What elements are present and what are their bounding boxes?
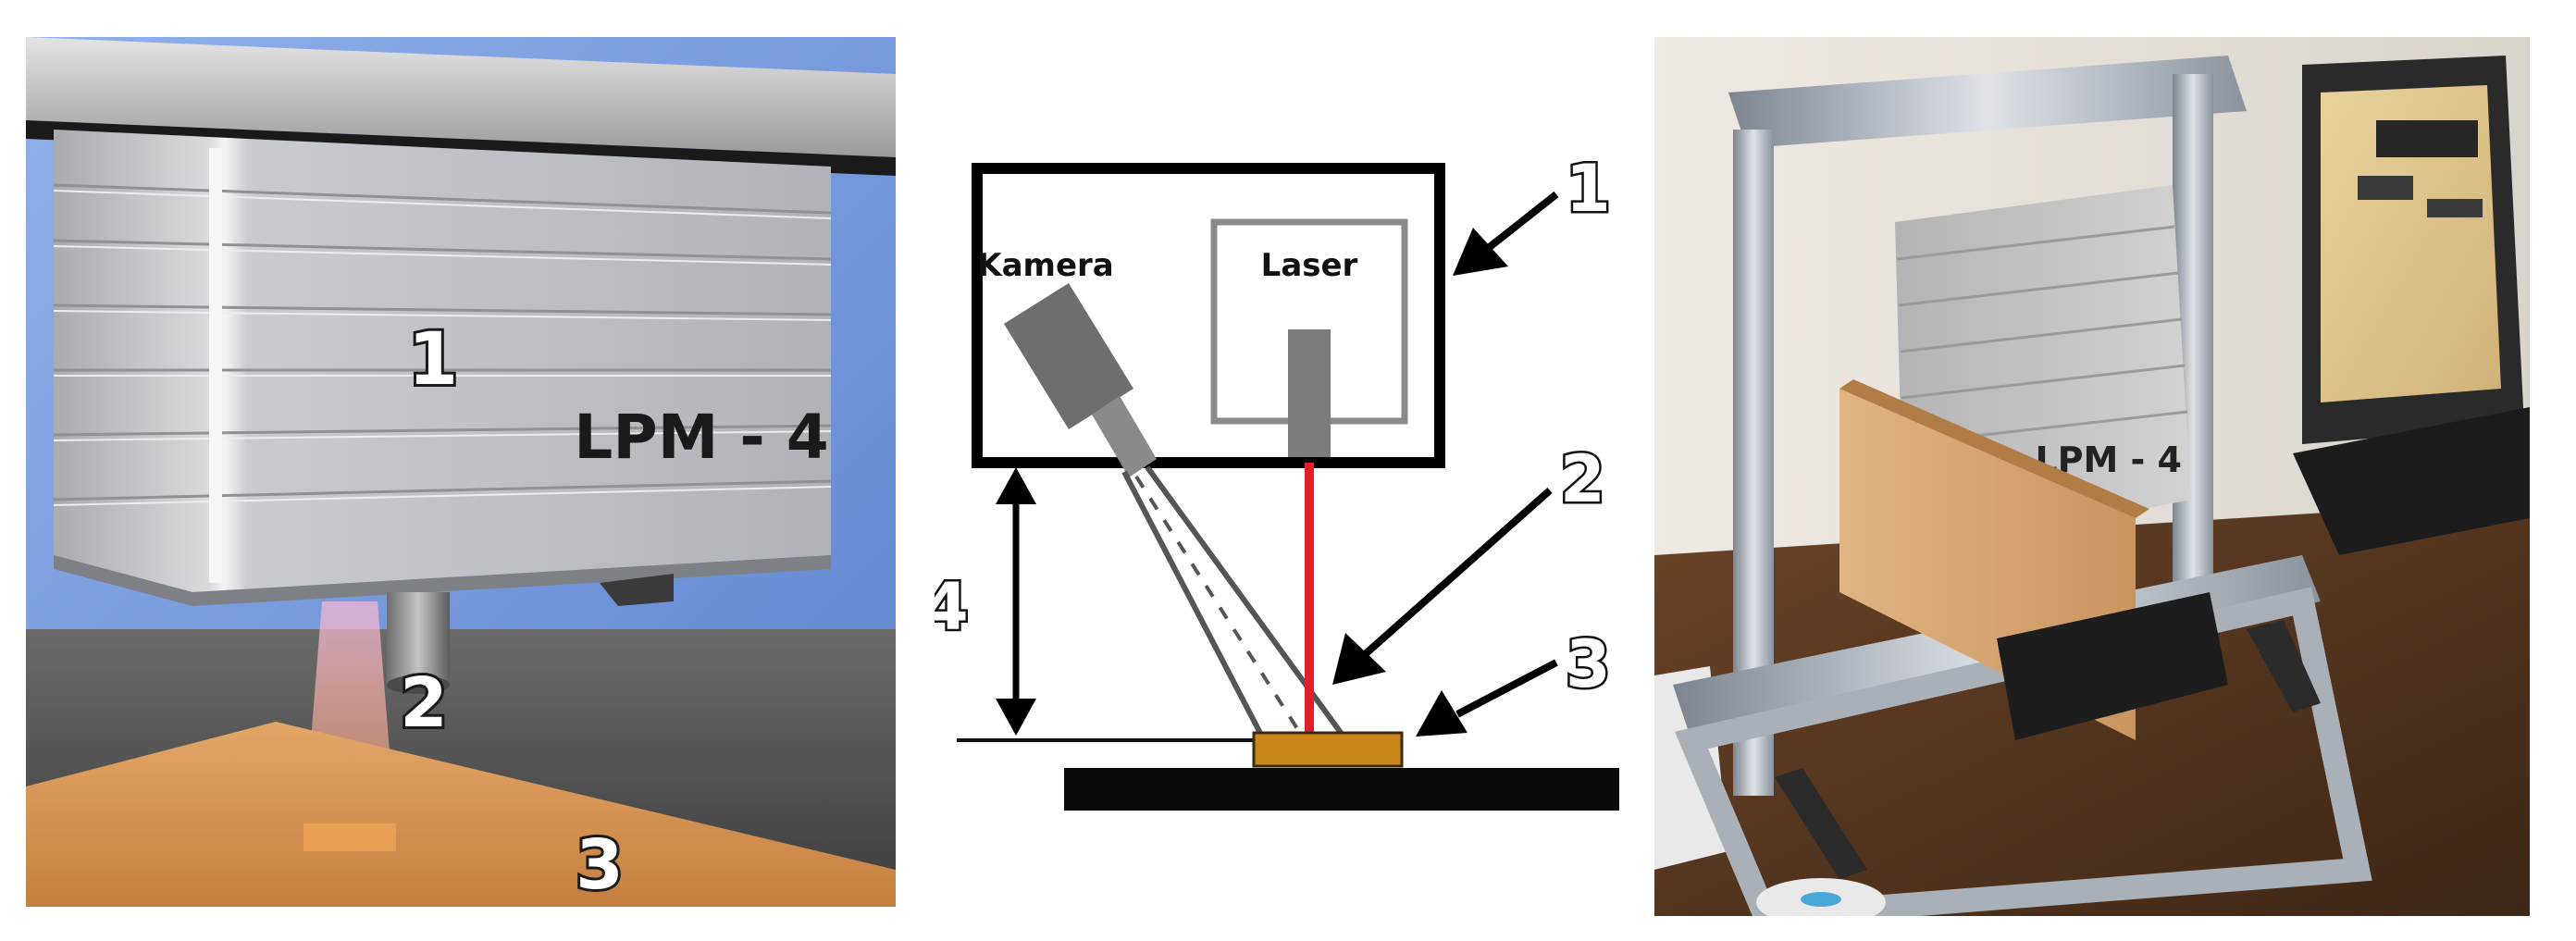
schematic-laser-module bbox=[1288, 329, 1331, 457]
photo-monitor bbox=[2302, 56, 2524, 444]
render-label-2: 2 bbox=[400, 663, 448, 743]
schematic-laser-label: Laser bbox=[1261, 247, 1358, 284]
render-rail bbox=[26, 37, 896, 157]
render-board bbox=[26, 722, 896, 907]
render-device-body bbox=[53, 130, 832, 606]
render-panel: 1 LPM - 4 2 3 bbox=[26, 37, 896, 907]
schematic-callout-1: 1 bbox=[1566, 151, 1611, 227]
arrow-icon bbox=[996, 467, 1036, 736]
arrow-icon bbox=[1453, 191, 1559, 276]
schematic-callout-2: 2 bbox=[1560, 441, 1605, 517]
schematic-camera bbox=[1004, 283, 1157, 477]
schematic-callout-3: 3 bbox=[1566, 626, 1611, 702]
schematic-callout-4: 4 bbox=[935, 569, 969, 645]
schematic-table bbox=[1064, 768, 1619, 811]
schematic-camera-label: Kamera bbox=[977, 247, 1114, 284]
render-label-3: 3 bbox=[576, 825, 624, 905]
photo-keyboard bbox=[2293, 407, 2530, 555]
photo-panel: LPM - 4 bbox=[1654, 37, 2530, 916]
schematic-sample bbox=[1252, 731, 1404, 768]
render-device-label: LPM - 4 bbox=[574, 402, 828, 473]
render-lens bbox=[387, 592, 450, 685]
arrow-icon bbox=[1332, 488, 1553, 685]
arrow-icon bbox=[1416, 659, 1558, 737]
schematic-panel: Laser Kamera 4 1 2 3 bbox=[935, 149, 1619, 811]
render-label-1: 1 bbox=[408, 318, 458, 402]
